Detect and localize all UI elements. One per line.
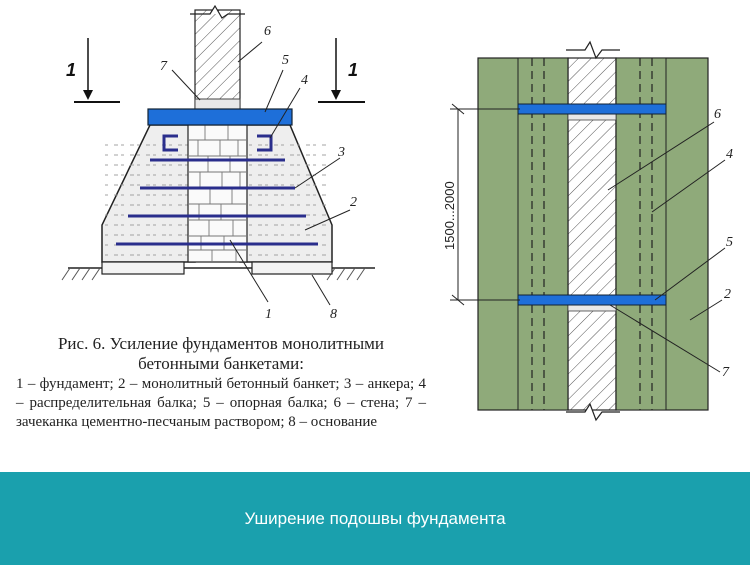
caption-title: Рис. 6. Усиление фундаментов монолитными… bbox=[57, 334, 385, 373]
dimension-line bbox=[450, 103, 520, 306]
plan-label-6: 6 bbox=[714, 107, 721, 122]
svg-text:1: 1 bbox=[348, 60, 358, 80]
title-banner: Уширение подошвы фундамента bbox=[0, 472, 750, 565]
banner-title: Уширение подошвы фундамента bbox=[244, 508, 506, 528]
label-6: 6 bbox=[264, 24, 271, 39]
anchors bbox=[116, 158, 318, 246]
label-3: 3 bbox=[337, 145, 345, 160]
section-arrow-left: 1 bbox=[66, 38, 120, 103]
support-beam-bottom bbox=[517, 294, 667, 306]
plan-label-5: 5 bbox=[726, 235, 733, 250]
plan-view-drawing: 1500...2000 6 4 5 2 7 bbox=[442, 40, 733, 422]
cross-section-drawing: 1 1 6 7 5 4 3 2 1 8 bbox=[61, 4, 375, 322]
plan-label-2: 2 bbox=[724, 287, 731, 302]
figure-caption: Рис. 6. Усиление фундаментов монолитными… bbox=[16, 334, 426, 432]
label-7: 7 bbox=[160, 59, 168, 74]
support-beam-top bbox=[517, 103, 667, 115]
svg-text:1: 1 bbox=[66, 60, 76, 80]
plan-label-7: 7 bbox=[722, 365, 730, 380]
foundation-masonry bbox=[187, 124, 248, 263]
diagram-area: 1 1 6 7 5 4 3 2 1 8 bbox=[61, 4, 733, 422]
dimension-label: 1500...2000 bbox=[442, 181, 457, 250]
label-5: 5 bbox=[282, 53, 289, 68]
label-8: 8 bbox=[330, 307, 337, 322]
distribution-beam-left bbox=[162, 134, 178, 152]
label-1: 1 bbox=[265, 307, 272, 322]
support-beam bbox=[147, 108, 293, 126]
caption-legend: 1 – фундамент; 2 – монолитный бетонный б… bbox=[16, 376, 426, 430]
section-arrow-right: 1 bbox=[318, 38, 365, 103]
wall-element bbox=[190, 4, 245, 111]
label-4: 4 bbox=[301, 73, 308, 88]
plan-label-4: 4 bbox=[726, 147, 733, 162]
label-2: 2 bbox=[350, 195, 357, 210]
mortar-chasing bbox=[194, 98, 241, 110]
distribution-beam-right bbox=[257, 134, 273, 152]
